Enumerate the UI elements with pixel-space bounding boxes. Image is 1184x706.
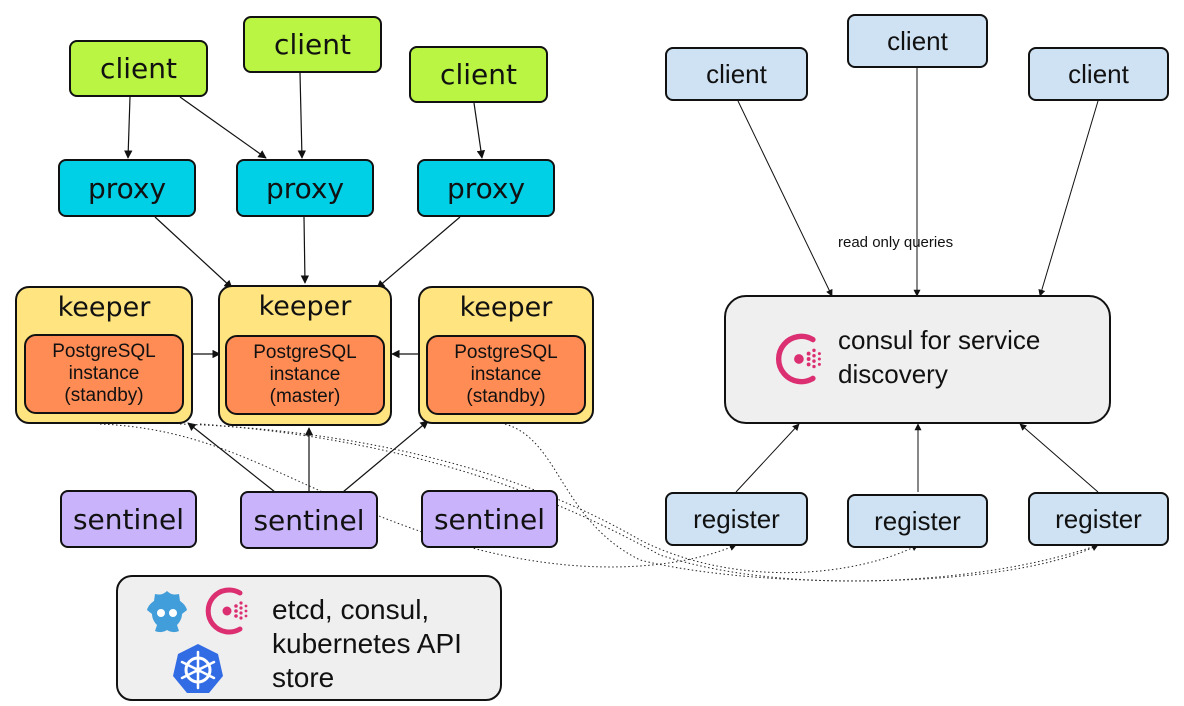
edge-register3-consul xyxy=(1019,423,1099,493)
keeper-label: keeper xyxy=(57,292,151,323)
edge-register1-consul xyxy=(735,423,800,493)
node-label: client xyxy=(274,28,351,61)
node-label: register xyxy=(693,503,780,534)
proxy-3: proxy xyxy=(417,159,555,217)
edge-proxy2-master xyxy=(300,216,310,284)
postgresql-instance-standby-1: PostgreSQL instance (standby) xyxy=(24,334,184,414)
etcd-icon xyxy=(147,591,187,633)
node-label: client xyxy=(706,58,767,89)
edge-sentinel-keeper1 xyxy=(187,422,276,493)
register-2: register xyxy=(847,494,988,548)
consul-icon xyxy=(205,587,248,635)
edge-sentinel-keeper3 xyxy=(342,420,429,493)
keeper-standby-2: keeper PostgreSQL instance (standby) xyxy=(418,286,594,424)
node-label: client xyxy=(440,58,517,91)
dotted-keeper1-register2 xyxy=(179,423,919,574)
consul-icon xyxy=(776,333,821,385)
dotted-keeper2-register3 xyxy=(199,423,1099,582)
keeper-label: keeper xyxy=(459,292,553,323)
left-client-3: client xyxy=(409,46,548,103)
dotted-keeper3-register3 xyxy=(504,423,1099,582)
right-client-1: client xyxy=(665,47,808,101)
postgresql-instance-master: PostgreSQL instance (master) xyxy=(225,335,385,415)
sentinel-3: sentinel xyxy=(421,490,558,548)
read-only-queries-label: read only queries xyxy=(838,234,954,251)
edge-client3-proxy3 xyxy=(473,102,486,159)
left-client-2: client xyxy=(243,16,382,73)
proxy-2: proxy xyxy=(236,159,374,217)
kubernetes-icon xyxy=(173,644,223,693)
node-label: register xyxy=(1055,503,1142,534)
edge-client2-proxy2 xyxy=(297,72,307,159)
node-label: register xyxy=(874,505,961,536)
edge-proxy1-master xyxy=(154,216,233,289)
proxy-1: proxy xyxy=(58,159,196,217)
right-client-3: client xyxy=(1028,47,1169,101)
edge-rclient3-consul xyxy=(1038,100,1099,297)
consul-label: consul for service discovery xyxy=(838,325,1041,389)
sentinel-1: sentinel xyxy=(60,490,197,548)
node-label: client xyxy=(1068,58,1129,89)
keeper-standby-1: keeper PostgreSQL instance (standby) xyxy=(15,286,193,424)
edge-rclient1-consul xyxy=(737,100,833,297)
register-1: register xyxy=(665,492,808,546)
edge-client1-proxy2 xyxy=(179,96,267,159)
node-label: client xyxy=(100,52,177,85)
right-client-2: client xyxy=(847,14,988,68)
sentinel-2: sentinel xyxy=(240,491,378,549)
keeper-master: keeper PostgreSQL instance (master) xyxy=(218,285,392,426)
node-label: sentinel xyxy=(253,503,365,537)
node-label: sentinel xyxy=(433,502,546,536)
node-label: proxy xyxy=(87,171,167,205)
left-client-1: client xyxy=(69,40,208,97)
consul-service-discovery-box: consul for service discovery xyxy=(724,295,1111,424)
postgresql-instance-standby-2: PostgreSQL instance (standby) xyxy=(426,335,586,415)
node-label: proxy xyxy=(446,171,526,205)
keeper-label: keeper xyxy=(258,291,352,322)
node-label: sentinel xyxy=(72,502,185,536)
store-box: etcd, consul, kubernetes API store xyxy=(116,575,502,701)
node-label: client xyxy=(887,25,948,56)
register-3: register xyxy=(1028,492,1169,546)
store-label: etcd, consul, kubernetes API store xyxy=(272,594,462,693)
edge-proxy3-master xyxy=(376,216,461,289)
edge-client1-proxy1 xyxy=(124,96,133,159)
node-label: proxy xyxy=(265,171,345,205)
